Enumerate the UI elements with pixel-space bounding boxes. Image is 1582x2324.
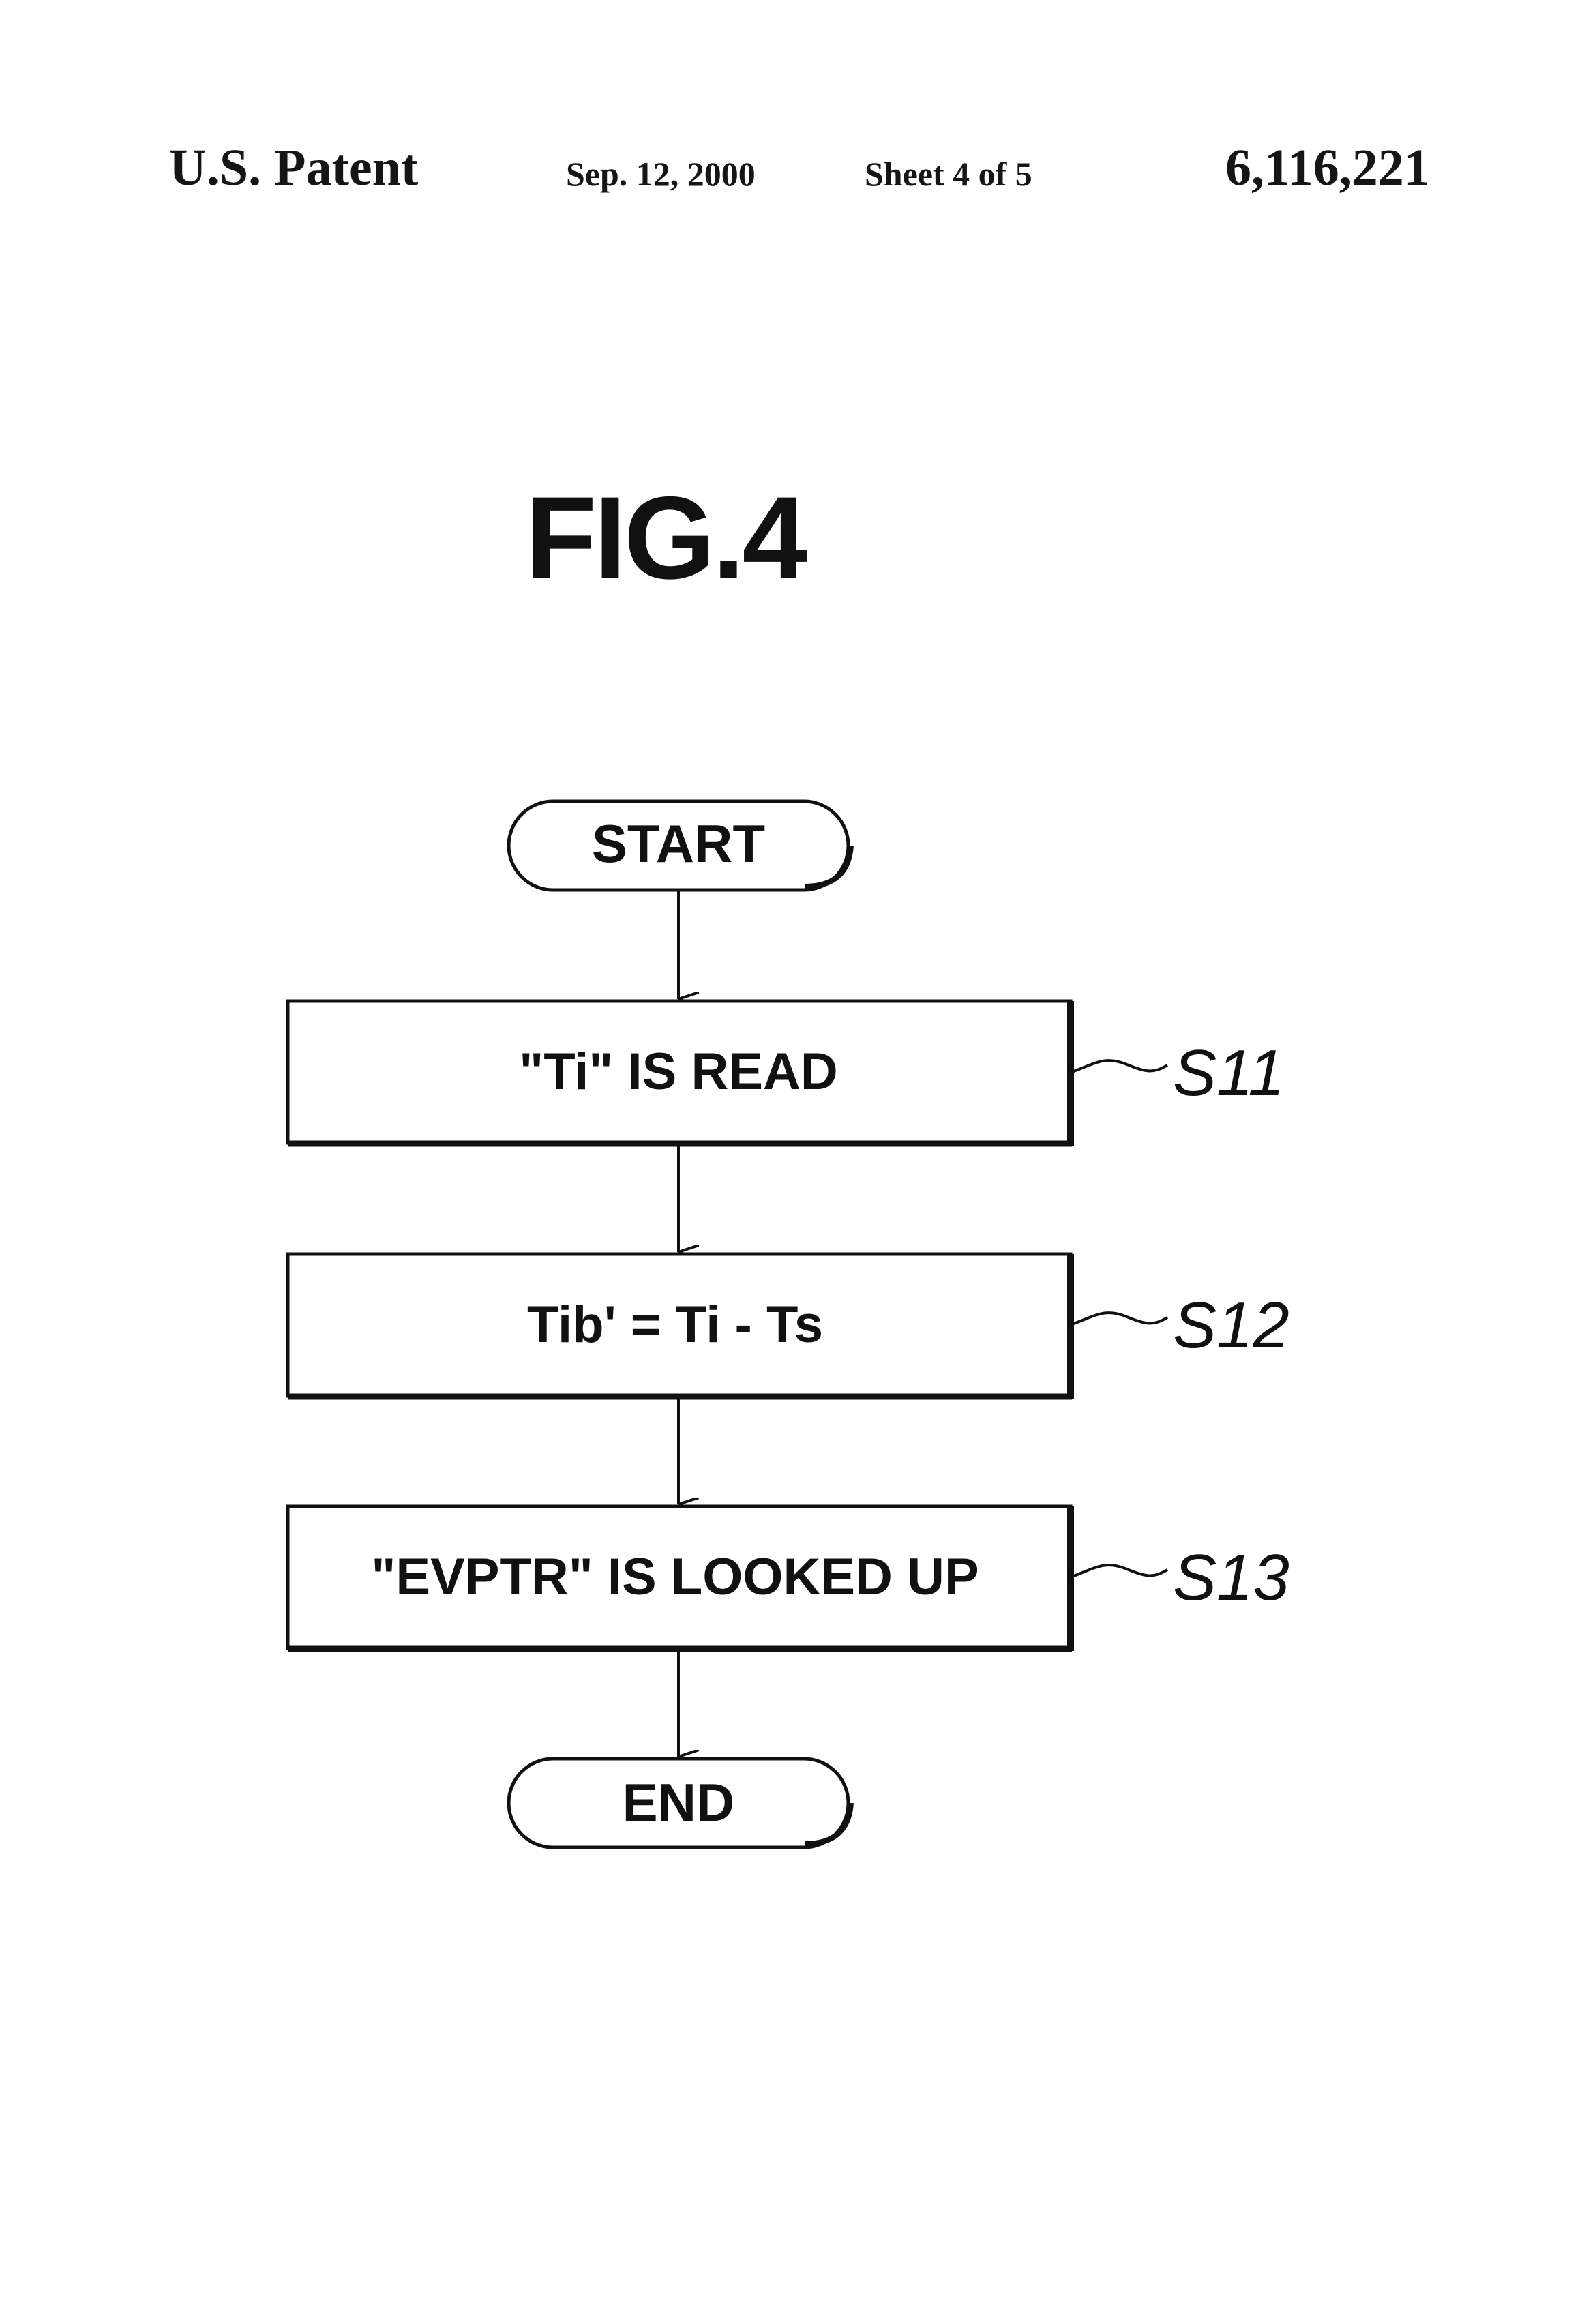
- leader-line-s13: [1072, 1565, 1167, 1577]
- step-label-s13: S13: [1173, 1541, 1289, 1614]
- process-box-s12: Tib' = Ti - Ts: [288, 1254, 1072, 1399]
- process-box-s11: "Ti" IS READ: [288, 1001, 1072, 1146]
- start-terminator: START: [509, 801, 851, 890]
- end-label: END: [623, 1772, 735, 1832]
- step-label-s11: S11: [1173, 1037, 1285, 1109]
- leader-line-s11: [1072, 1060, 1167, 1072]
- process-box-s13: "EVPTR" IS LOOKED UP: [288, 1506, 1072, 1651]
- step-s11-text: "Ti" IS READ: [519, 1043, 838, 1101]
- end-terminator: END: [509, 1759, 851, 1847]
- start-label: START: [592, 814, 765, 874]
- leader-line-s12: [1072, 1313, 1167, 1324]
- step-s13-text: "EVPTR" IS LOOKED UP: [371, 1548, 979, 1606]
- step-label-s12: S12: [1173, 1289, 1289, 1362]
- step-s12-text: Tib' = Ti - Ts: [527, 1296, 823, 1354]
